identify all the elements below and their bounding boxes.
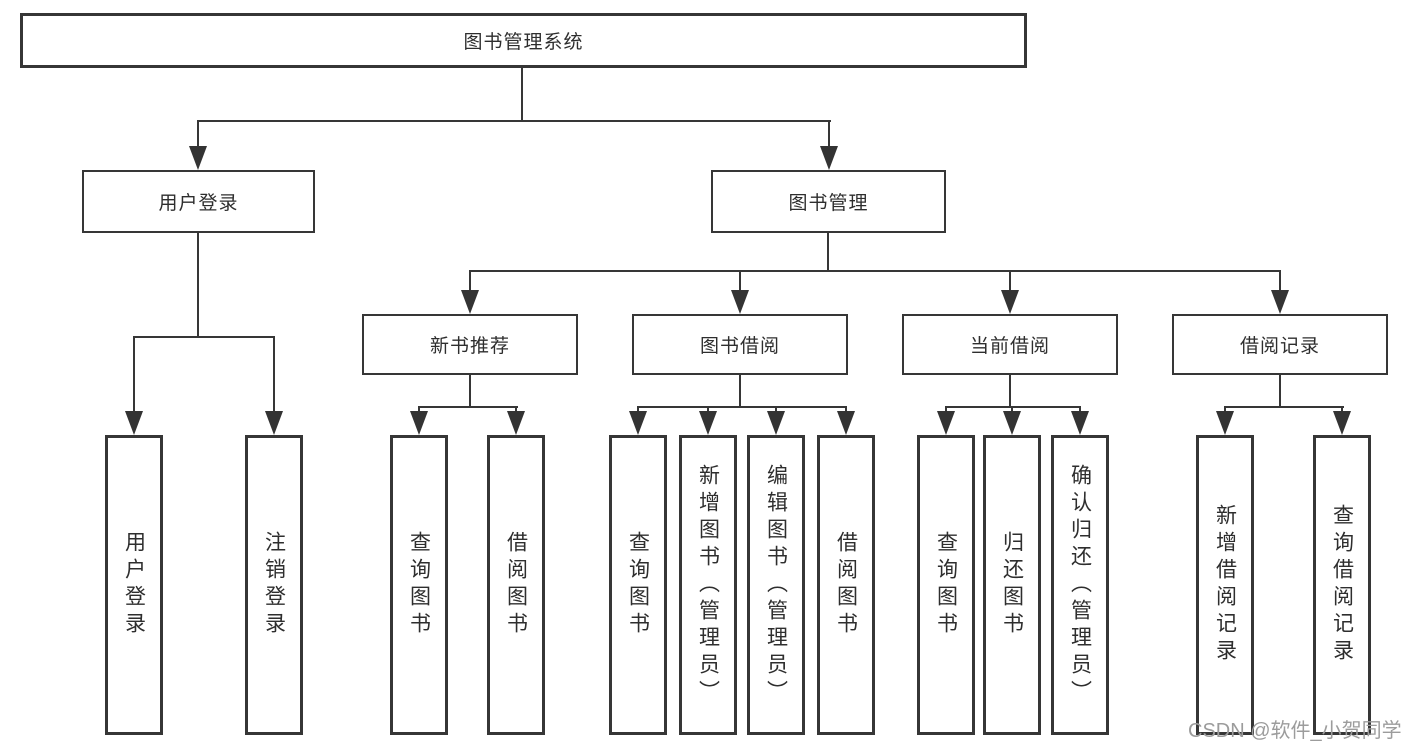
leaf-newbook-query-books: 查询图书 xyxy=(390,435,448,735)
leaf-user-login-label: 用户登录 xyxy=(122,531,146,639)
connector-root-rail xyxy=(197,120,831,122)
connector-newbook-rail xyxy=(418,406,518,408)
connector-root-stem xyxy=(521,68,523,120)
leaf-current-confirm-return-admin: 确认归还（管理员） xyxy=(1051,435,1109,735)
leaf-record-query-borrow-record-label: 查询借阅记录 xyxy=(1330,504,1354,666)
connector-borrow-drop xyxy=(775,406,777,414)
node-new-book-recommend-label: 新书推荐 xyxy=(429,336,510,357)
arrowhead-down-icon xyxy=(1001,290,1019,314)
connector-mgmt-drop xyxy=(739,270,741,293)
connector-borrow-drop xyxy=(637,406,639,414)
arrowhead-down-icon xyxy=(629,411,647,435)
connector-mgmt-drop xyxy=(1009,270,1011,293)
connector-mgmt-drop xyxy=(469,270,471,293)
leaf-borrow-query-books-label: 查询图书 xyxy=(626,531,650,639)
arrowhead-down-icon xyxy=(767,411,785,435)
connector-record-drop xyxy=(1224,406,1226,414)
connector-borrow-stem xyxy=(739,375,741,406)
arrowhead-down-icon xyxy=(1271,290,1289,314)
leaf-borrow-add-books-admin-label: 新增图书（管理员） xyxy=(696,463,720,707)
arrowhead-down-icon xyxy=(265,411,283,435)
connector-login-drop xyxy=(273,336,275,414)
arrowhead-down-icon xyxy=(699,411,717,435)
connector-newbook-stem xyxy=(469,375,471,406)
node-new-book-recommend: 新书推荐 xyxy=(362,314,578,375)
arrowhead-down-icon xyxy=(837,411,855,435)
arrowhead-down-icon xyxy=(189,146,207,170)
leaf-borrow-edit-books-admin-label: 编辑图书（管理员） xyxy=(764,463,788,707)
leaf-current-confirm-return-admin-label: 确认归还（管理员） xyxy=(1068,463,1092,707)
arrowhead-down-icon xyxy=(125,411,143,435)
connector-current-drop xyxy=(1011,406,1013,414)
connector-mgmt-rail xyxy=(469,270,1281,272)
connector-borrow-drop xyxy=(845,406,847,414)
connector-mgmt-drop xyxy=(1279,270,1281,293)
leaf-newbook-query-books-label: 查询图书 xyxy=(407,531,431,639)
connector-borrow-rail xyxy=(637,406,847,408)
connector-newbook-drop xyxy=(515,406,517,414)
connector-mgmt-stem xyxy=(827,233,829,270)
leaf-borrow-query-books: 查询图书 xyxy=(609,435,667,735)
node-book-management: 图书管理 xyxy=(711,170,946,233)
connector-current-stem xyxy=(1009,375,1011,406)
node-book-borrow-label: 图书借阅 xyxy=(699,336,780,357)
arrowhead-down-icon xyxy=(937,411,955,435)
node-library-system-label: 图书管理系统 xyxy=(463,32,584,53)
leaf-borrow-borrow-books: 借阅图书 xyxy=(817,435,875,735)
arrowhead-down-icon xyxy=(1003,411,1021,435)
node-library-system: 图书管理系统 xyxy=(20,13,1027,68)
arrowhead-down-icon xyxy=(820,146,838,170)
node-borrow-records: 借阅记录 xyxy=(1172,314,1388,375)
leaf-user-login: 用户登录 xyxy=(105,435,163,735)
connector-record-rail xyxy=(1224,406,1344,408)
arrowhead-down-icon xyxy=(1216,411,1234,435)
connector-borrow-drop xyxy=(707,406,709,414)
arrowhead-down-icon xyxy=(507,411,525,435)
node-user-login: 用户登录 xyxy=(82,170,315,233)
leaf-current-return-books: 归还图书 xyxy=(983,435,1041,735)
leaf-newbook-borrow-books: 借阅图书 xyxy=(487,435,545,735)
node-borrow-records-label: 借阅记录 xyxy=(1239,336,1320,357)
connector-login-drop xyxy=(133,336,135,414)
leaf-logout: 注销登录 xyxy=(245,435,303,735)
connector-newbook-drop xyxy=(418,406,420,414)
connector-root-right-drop xyxy=(828,120,830,150)
leaf-borrow-borrow-books-label: 借阅图书 xyxy=(834,531,858,639)
connector-current-drop xyxy=(945,406,947,414)
node-current-borrow: 当前借阅 xyxy=(902,314,1118,375)
connector-login-stem xyxy=(197,233,199,336)
leaf-newbook-borrow-books-label: 借阅图书 xyxy=(504,531,528,639)
connector-record-stem xyxy=(1279,375,1281,406)
connector-current-drop xyxy=(1079,406,1081,414)
leaf-record-query-borrow-record: 查询借阅记录 xyxy=(1313,435,1371,735)
arrowhead-down-icon xyxy=(731,290,749,314)
leaf-current-return-books-label: 归还图书 xyxy=(1000,531,1024,639)
connector-root-left-drop xyxy=(197,120,199,150)
arrowhead-down-icon xyxy=(1333,411,1351,435)
connector-current-rail xyxy=(945,406,1081,408)
leaf-borrow-edit-books-admin: 编辑图书（管理员） xyxy=(747,435,805,735)
leaf-borrow-add-books-admin: 新增图书（管理员） xyxy=(679,435,737,735)
arrowhead-down-icon xyxy=(1071,411,1089,435)
csdn-watermark: CSDN @软件_小贺同学 xyxy=(1188,720,1402,742)
connector-record-drop xyxy=(1341,406,1343,414)
node-current-borrow-label: 当前借阅 xyxy=(969,336,1050,357)
leaf-logout-label: 注销登录 xyxy=(262,531,286,639)
connector-login-rail xyxy=(133,336,275,338)
arrowhead-down-icon xyxy=(461,290,479,314)
node-user-login-label: 用户登录 xyxy=(158,193,239,214)
node-book-borrow: 图书借阅 xyxy=(632,314,848,375)
leaf-current-query-books: 查询图书 xyxy=(917,435,975,735)
arrowhead-down-icon xyxy=(410,411,428,435)
node-book-management-label: 图书管理 xyxy=(788,193,869,214)
leaf-record-add-borrow-record-label: 新增借阅记录 xyxy=(1213,504,1237,666)
leaf-record-add-borrow-record: 新增借阅记录 xyxy=(1196,435,1254,735)
leaf-current-query-books-label: 查询图书 xyxy=(934,531,958,639)
